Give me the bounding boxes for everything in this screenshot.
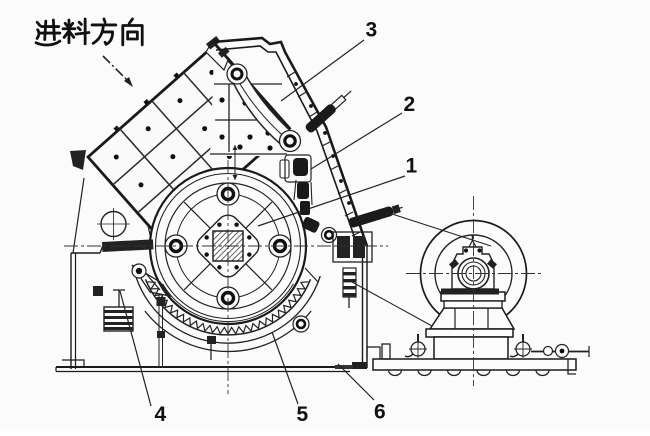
- svg-text:4: 4: [155, 403, 167, 426]
- svg-text:5: 5: [297, 403, 309, 426]
- svg-text:1: 1: [406, 155, 418, 178]
- svg-text:6: 6: [374, 401, 386, 424]
- svg-text:3: 3: [366, 19, 378, 42]
- svg-text:2: 2: [404, 93, 416, 116]
